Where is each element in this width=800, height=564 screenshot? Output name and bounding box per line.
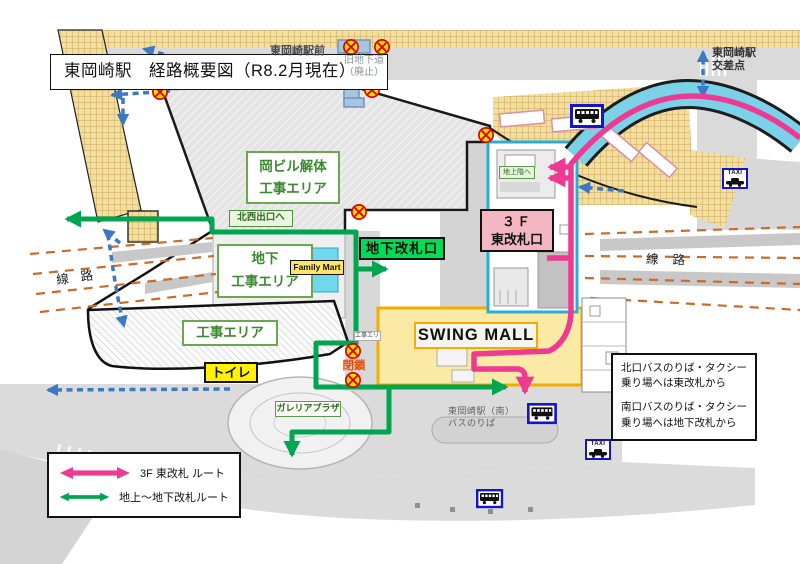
west-elevator — [127, 210, 159, 243]
taxi-stand-icon: TAXI — [585, 439, 611, 460]
bus-stop-icon — [476, 489, 504, 509]
legend-pink-label: 3F 東改札 ルート — [140, 468, 225, 480]
oka-building-demolition-label: 岡ビル解体 工事エリア — [246, 151, 340, 205]
taxi-label: TAXI — [590, 441, 606, 447]
taxi-label: TAXI — [727, 170, 743, 176]
note-north-line2: 乗り場へは東改札から — [621, 377, 726, 390]
ug-line1: 地下 — [251, 251, 279, 266]
bus-island — [431, 416, 559, 444]
oka-line2: 工事エリア — [259, 180, 327, 196]
east-gate-line2: 東改札口 — [490, 231, 543, 247]
closed-x-icon — [477, 126, 495, 144]
legend-row-green: 地上～地下改札ルート — [59, 489, 229, 505]
green-double-arrow-icon — [59, 492, 110, 502]
oka-line1: 岡ビル解体 — [259, 159, 327, 174]
bus-icon — [575, 109, 599, 123]
old-underpass-line2: （廃止） — [344, 67, 384, 78]
intersection-line2: 交差点 — [712, 60, 745, 73]
bus-icon — [480, 493, 500, 505]
note-south-line1: 南口バスのりば・タクシー — [621, 401, 747, 414]
taxi-stand-icon: TAXI — [722, 168, 748, 189]
railway-tracks-right — [584, 225, 800, 312]
south-bus-line2: バスのりば — [448, 418, 496, 429]
taxi-car-icon — [589, 449, 607, 458]
construction-small-label: 工事エリア — [354, 331, 381, 341]
taxi-car-icon — [726, 178, 744, 187]
map-title: 東岡崎駅 経路概要図（R8.2月現在） — [50, 54, 388, 90]
intersection-label: 東岡崎駅 交差点 — [712, 47, 764, 73]
old-underpass-label: 旧地下道 （廃止） — [336, 55, 392, 79]
tracks-label-right: 線路 — [645, 252, 700, 268]
east-gate-3f-label: ３Ｆ 東改札口 — [480, 209, 554, 253]
bus-shelters — [415, 503, 533, 514]
pink-route — [471, 93, 800, 395]
note-south-line2: 乗り場へは地下改札から — [621, 416, 737, 429]
closed-x-icon — [344, 371, 362, 389]
closed-x-icon — [342, 38, 360, 56]
note-north-line1: 北口バスのりば・タクシー — [621, 362, 747, 374]
closed-x-icon — [344, 342, 362, 360]
legend-green-label: 地上～地下改札ルート — [119, 492, 229, 504]
intersection-line1: 東岡崎駅 — [712, 47, 756, 59]
bus-stop-icon — [527, 403, 557, 425]
gate-guidance-note: 北口バスのりば・タクシー 乗り場へは東改札から 南口バスのりば・タクシー 乗り場… — [611, 353, 757, 441]
south-bus-line1: 東岡崎駅（南） — [448, 406, 515, 416]
underground-gate-label: 地下改札口 — [359, 237, 445, 260]
ug-line2: 工事エリア — [231, 273, 299, 289]
to-ground-floor-label: 地上階へ — [499, 166, 535, 179]
legend-row-pink: 3F 東改札 ルート — [59, 465, 229, 481]
construction-area-label: 工事エリア — [182, 320, 278, 346]
south-bus-stop-label: 東岡崎駅（南） バスのりば — [448, 405, 515, 429]
galleria-plaza-label: ガレリアプラザ — [275, 401, 341, 417]
closed-x-icon — [373, 38, 391, 56]
north-sidewalk — [95, 30, 800, 48]
green-route — [64, 210, 509, 458]
east-gate-line1: ３Ｆ — [501, 214, 532, 229]
legend: 3F 東改札 ルート 地上～地下改札ルート — [47, 452, 241, 518]
closed-label: 閉鎖 — [342, 360, 366, 372]
bus-stop-icon — [570, 104, 604, 128]
family-mart-label: Family Mart — [290, 260, 344, 275]
closed-x-icon — [350, 203, 368, 221]
station-front-label: 東岡崎駅前 — [270, 45, 325, 57]
pink-double-arrow-icon — [60, 467, 130, 479]
bus-icon — [531, 407, 553, 420]
toilet-label: トイレ — [204, 362, 258, 383]
old-underpass-line1: 旧地下道 — [344, 55, 384, 66]
swing-mall-label: SWING MALL — [414, 322, 538, 349]
northwest-exit-label: 北西出口へ — [229, 210, 293, 227]
